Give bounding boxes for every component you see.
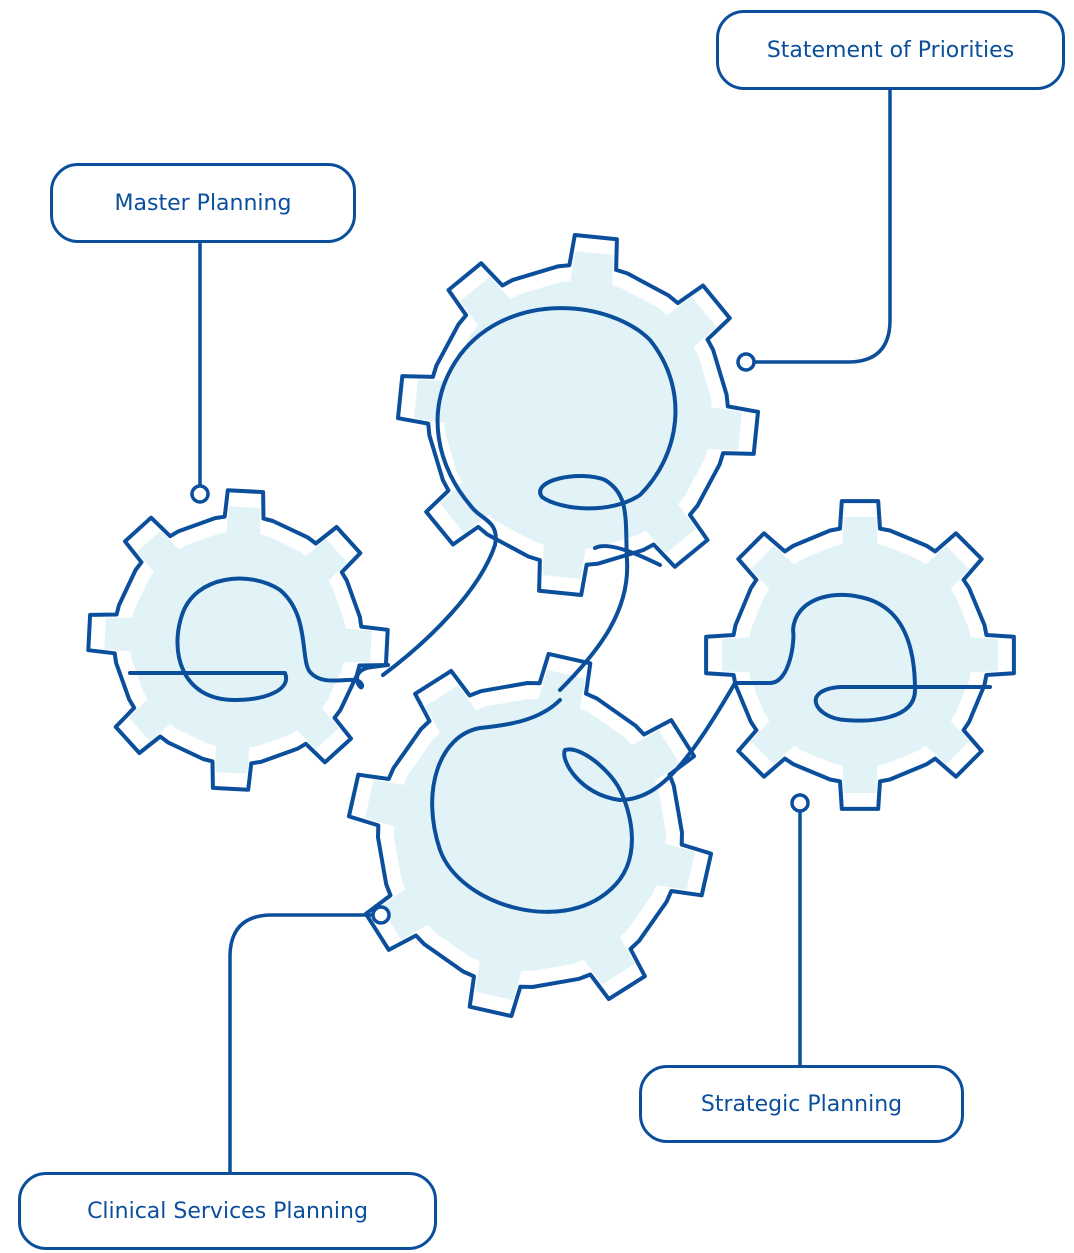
dot-strategic-planning — [790, 793, 810, 813]
gear-right — [704, 499, 1016, 811]
master-planning-box: Master Planning — [50, 163, 356, 243]
scribble-left-gear — [128, 576, 390, 702]
gears-layer — [86, 233, 1016, 1019]
scribble-line — [128, 306, 992, 914]
dot-clinical-services — [371, 905, 391, 925]
gear-outline — [396, 233, 760, 597]
statement-of-priorities-box: Statement of Priorities — [716, 10, 1065, 90]
strategic-planning-label: Strategic Planning — [700, 1091, 903, 1117]
connectors — [198, 88, 892, 1174]
connector-dots — [190, 352, 810, 925]
gear-fill — [722, 517, 998, 793]
clinical-services-planning-box: Clinical Services Planning — [18, 1172, 437, 1250]
statement-of-priorities-label: Statement of Priorities — [766, 37, 1015, 63]
gear-fill — [414, 251, 742, 579]
gear-top-center — [396, 233, 760, 597]
gear-left — [86, 488, 390, 792]
gear-outline — [86, 488, 390, 792]
connector-clinical-services — [228, 913, 374, 1174]
gear-fill — [104, 506, 372, 774]
gear-outline — [346, 651, 714, 1019]
scribble-top-gear-cross — [593, 544, 662, 567]
scribble-right-gear — [733, 592, 992, 723]
scribble-bottom-gear — [430, 681, 737, 914]
clinical-services-planning-label: Clinical Services Planning — [87, 1198, 368, 1224]
connector-statement-of-priorities — [753, 88, 892, 364]
dot-statement-of-priorities — [736, 352, 756, 372]
scribble-top-gear-to-left — [381, 306, 678, 692]
master-planning-label: Master Planning — [114, 190, 292, 216]
strategic-planning-box: Strategic Planning — [639, 1065, 964, 1143]
gear-bottom-center — [346, 651, 714, 1019]
dot-master-planning — [190, 484, 210, 504]
